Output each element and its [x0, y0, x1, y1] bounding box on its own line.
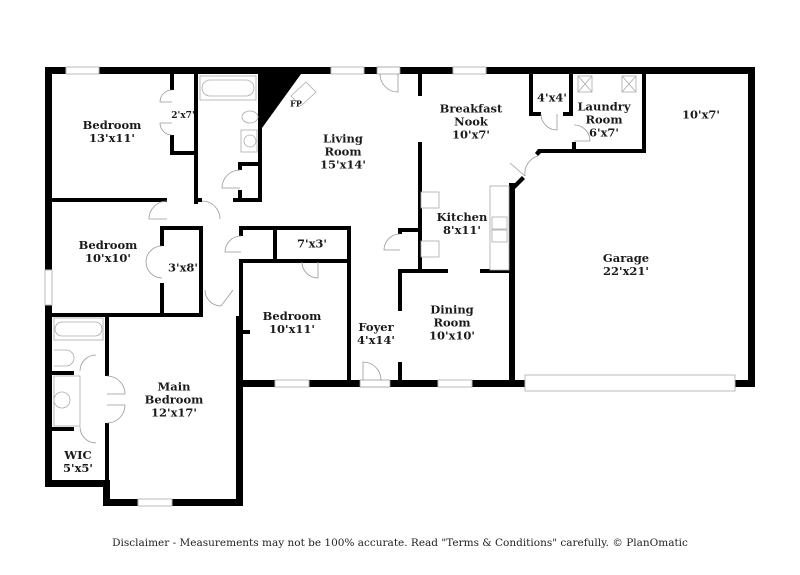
windows: [44, 66, 736, 507]
room-label-breakfast-nook: Breakfast Nook 10'x7': [431, 101, 511, 142]
room-name: Dining Room: [430, 302, 474, 330]
room-name: Kitchen: [436, 210, 488, 224]
room-size: 8'x11': [443, 223, 481, 237]
room-size: 4'x14': [357, 333, 395, 347]
room-name: Bedroom: [82, 118, 142, 132]
room-name: WIC: [64, 448, 92, 462]
room-size: 5'x5': [63, 461, 93, 475]
room-name: Foyer: [358, 320, 394, 334]
room-label-dining-room: Dining Room 10'x10': [422, 302, 482, 343]
room-size: 2'x7': [171, 111, 195, 121]
room-size: 3'x8': [168, 260, 198, 275]
room-size: 10'x10': [429, 328, 475, 343]
room-size: 4'x4': [537, 90, 567, 105]
room-label-closet-4x4: 4'x4': [537, 90, 567, 105]
room-size: 10'x7': [452, 127, 490, 142]
room-label-laundry-room: Laundry Room 6'x7': [571, 99, 637, 140]
doors: [79, 66, 591, 444]
room-name: Living Room: [323, 131, 363, 159]
room-name: Main Bedroom: [144, 379, 204, 407]
room-label-wic: WIC 5'x5': [63, 449, 93, 475]
room-size: 15'x14': [320, 157, 366, 172]
room-label-storage-10x7: 10'x7': [682, 107, 720, 122]
room-size: 10'x7': [682, 107, 720, 122]
room-size: 13'x11': [89, 131, 135, 145]
room-label-main-bedroom: Main Bedroom 12'x17': [144, 379, 204, 420]
room-label-foyer: Foyer 4'x14': [357, 321, 395, 347]
room-name: Laundry Room: [577, 99, 631, 127]
fixtures: [53, 75, 637, 427]
room-label-closet-3x8: 3'x8': [168, 260, 198, 275]
room-size: 22'x21': [603, 264, 649, 278]
room-name: Garage: [602, 251, 650, 265]
room-label-bedroom-2: Bedroom 10'x10': [79, 239, 138, 265]
room-size: 7'x3': [297, 236, 327, 251]
room-name: Bedroom: [262, 309, 322, 323]
room-size: 10'x10': [85, 251, 131, 265]
interior-walls: [52, 74, 646, 483]
room-label-closet-1: 2'x7': [171, 111, 194, 121]
fireplace-text: FP: [290, 98, 302, 109]
room-label-closet-7x3: 7'x3': [297, 236, 327, 251]
disclaimer-text: Disclaimer - Measurements may not be 100…: [112, 537, 688, 549]
room-label-garage: Garage 22'x21': [603, 252, 649, 278]
room-size: 6'x7': [589, 125, 619, 140]
room-name: Breakfast Nook: [439, 101, 503, 129]
room-size: 10'x11': [269, 322, 315, 336]
room-label-bedroom-3: Bedroom 10'x11': [263, 310, 322, 336]
room-label-kitchen: Kitchen 8'x11': [437, 211, 488, 237]
room-size: 12'x17': [151, 405, 197, 420]
room-label-living-room: Living Room 15'x14': [308, 131, 378, 172]
fireplace-label: FP: [290, 98, 302, 111]
room-name: Bedroom: [78, 238, 138, 252]
room-label-bedroom-1: Bedroom 13'x11': [83, 119, 142, 145]
